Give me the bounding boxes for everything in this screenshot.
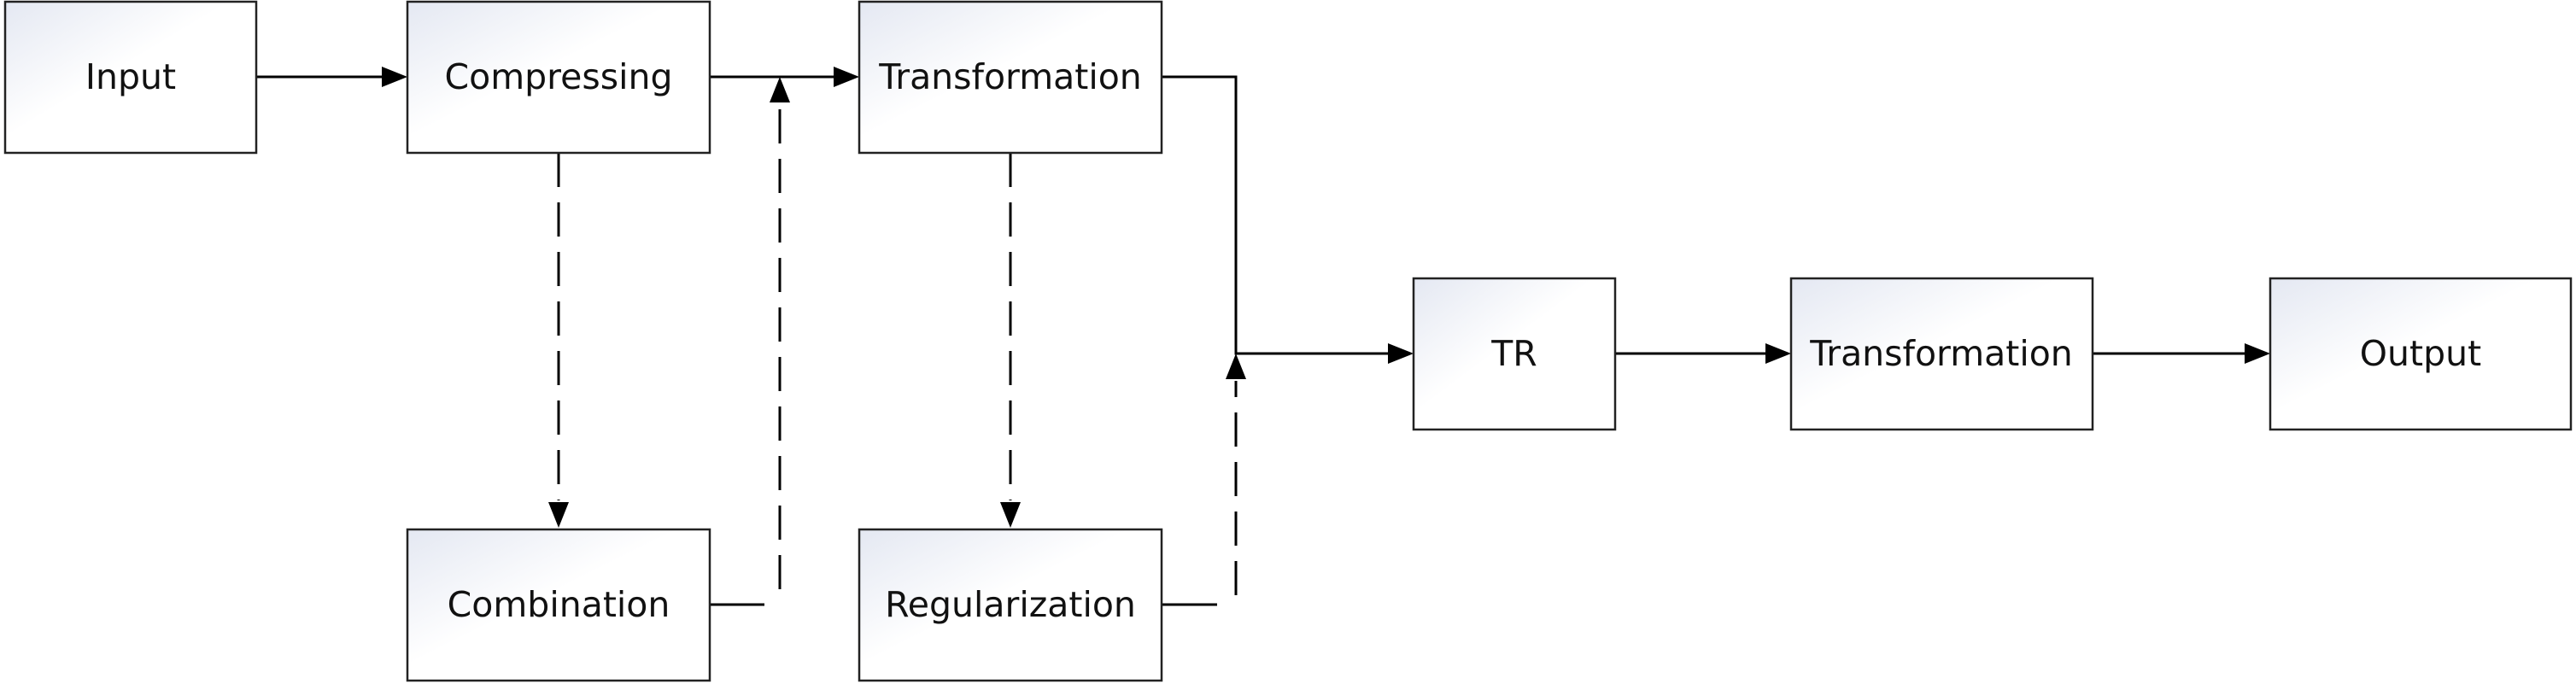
- node-input-box: [3, 0, 258, 155]
- node-transformation-1: Transformation: [858, 0, 1163, 155]
- node-compressing: Compressing: [406, 0, 711, 155]
- node-output-label: Output: [2360, 333, 2481, 374]
- node-output-box: [2269, 277, 2573, 431]
- node-regularization-box: [858, 528, 1163, 682]
- arrowhead-output: [2245, 343, 2270, 364]
- arrowhead-transformation: [834, 67, 859, 87]
- node-combination-label: Combination: [448, 584, 670, 625]
- node-transformation-2-label: Transformation: [1809, 333, 2073, 374]
- node-input: Input: [3, 0, 258, 155]
- arrowhead-regularization: [1000, 502, 1021, 528]
- node-tr-label: TR: [1490, 333, 1537, 374]
- connectors: [256, 67, 2270, 606]
- node-regularization: Regularization: [858, 528, 1163, 682]
- node-transformation-1-box: [858, 0, 1163, 155]
- node-tr-box: [1412, 277, 1617, 431]
- node-combination-box: [406, 528, 711, 682]
- arrowhead-combination-up: [770, 77, 790, 102]
- node-input-label: Input: [85, 56, 176, 97]
- node-transformation-2: Transformation: [1789, 277, 2094, 431]
- arrowhead-combination: [548, 502, 569, 528]
- arrowhead-tr: [1388, 343, 1414, 364]
- node-combination: Combination: [406, 528, 711, 682]
- node-regularization-label: Regularization: [885, 584, 1136, 625]
- arrowhead-compressing: [382, 67, 407, 87]
- arrowhead-transformation2: [1765, 343, 1791, 364]
- edge-transformation-tr: [1162, 75, 1389, 355]
- arrowhead-regularization-up: [1226, 354, 1246, 379]
- node-output: Output: [2269, 277, 2573, 431]
- node-transformation-2-box: [1789, 277, 2094, 431]
- node-transformation-1-label: Transformation: [878, 56, 1142, 97]
- node-tr: TR: [1412, 277, 1617, 431]
- node-compressing-label: Compressing: [445, 56, 673, 97]
- node-compressing-box: [406, 0, 711, 155]
